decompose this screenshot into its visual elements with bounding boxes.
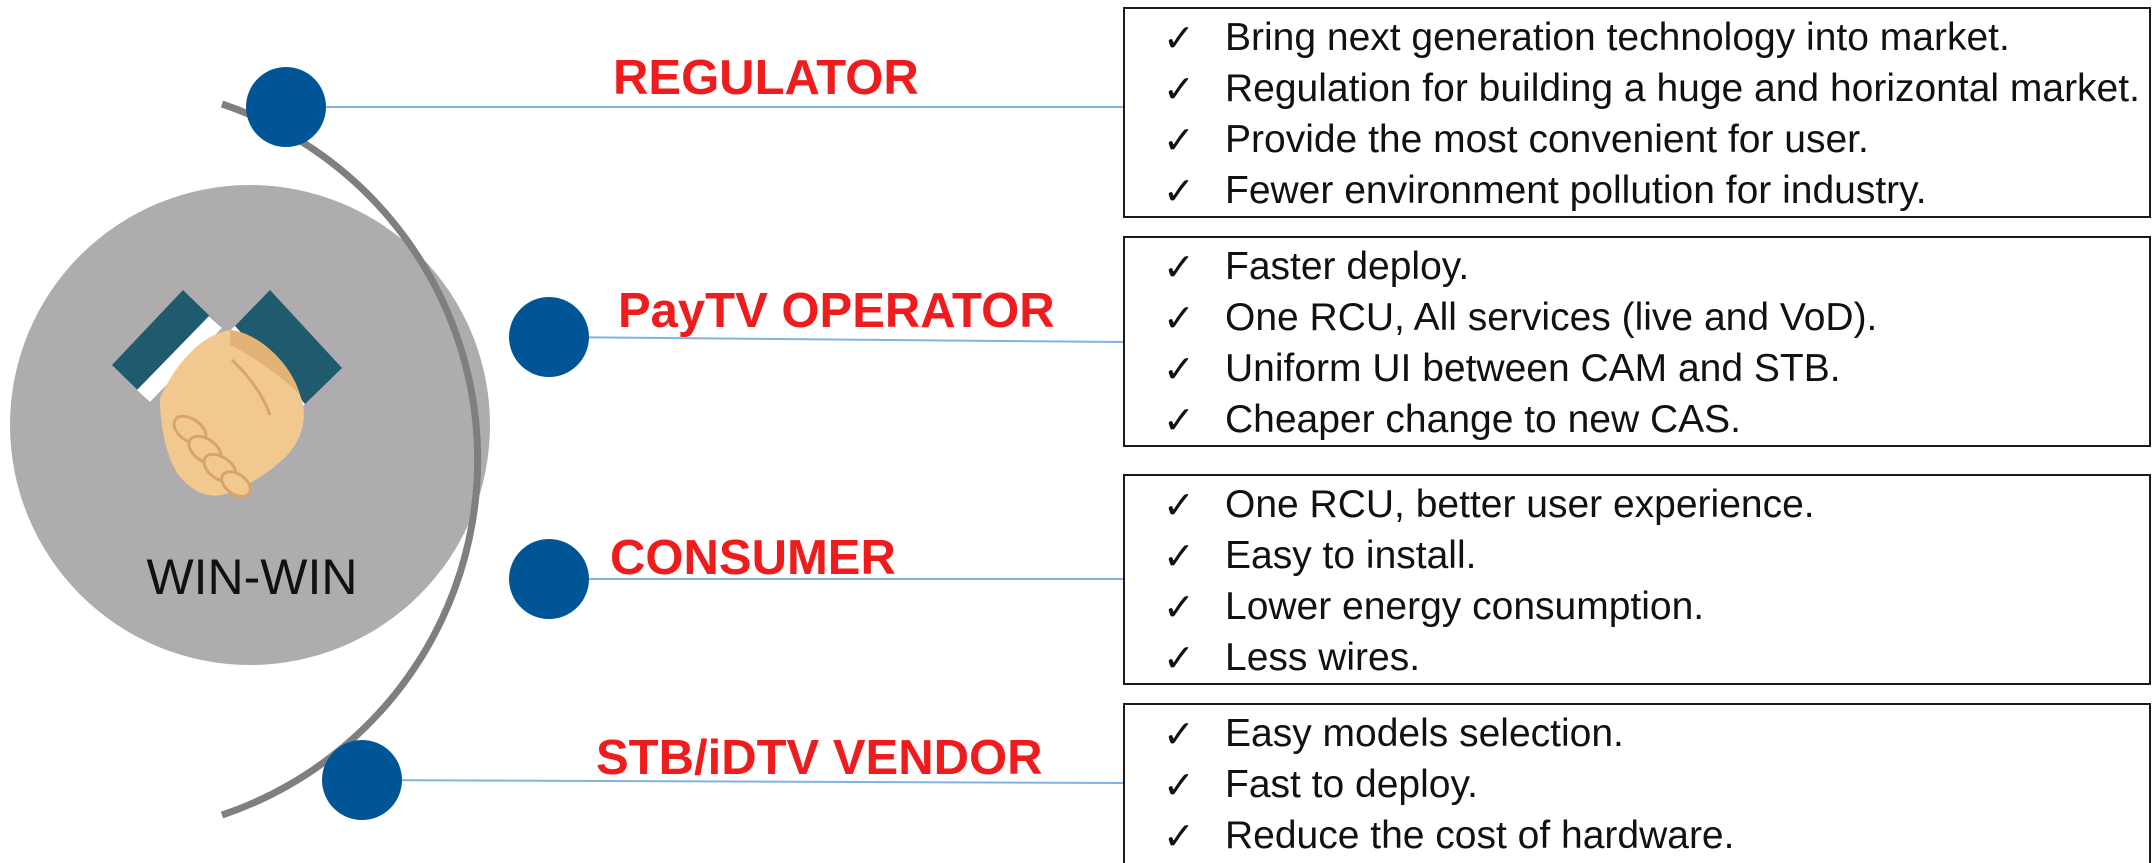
benefits-box-regulator: ✓Bring next generation technology into m…	[1123, 7, 2151, 218]
benefits-box-operator: ✓Faster deploy. ✓One RCU, All services (…	[1123, 236, 2151, 447]
connector-line-operator	[548, 336, 1124, 343]
stakeholder-label-operator: PayTV OPERATOR	[618, 284, 1055, 338]
checkmark-icon: ✓	[1163, 483, 1195, 527]
checkmark-icon: ✓	[1163, 296, 1195, 340]
checkmark-icon: ✓	[1163, 763, 1195, 807]
connector-line-vendor	[361, 779, 1124, 784]
checkmark-icon: ✓	[1163, 347, 1195, 391]
node-operator	[509, 297, 589, 377]
win-win-label: WIN-WIN	[146, 549, 358, 605]
node-vendor	[322, 740, 402, 820]
checkmark-icon: ✓	[1163, 814, 1195, 858]
stakeholder-label-vendor: STB/iDTV VENDOR	[596, 731, 1043, 785]
stakeholder-label-regulator: REGULATOR	[613, 51, 919, 105]
checkmark-icon: ✓	[1163, 585, 1195, 629]
checkmark-icon: ✓	[1163, 636, 1195, 680]
benefits-box-vendor: ✓Easy models selection. ✓Fast to deploy.…	[1123, 703, 2151, 863]
checkmark-icon: ✓	[1163, 169, 1195, 213]
checkmark-icon: ✓	[1163, 67, 1195, 111]
checkmark-icon: ✓	[1163, 534, 1195, 578]
checkmark-icon: ✓	[1163, 398, 1195, 442]
handshake-icon	[112, 290, 342, 498]
checkmark-icon: ✓	[1163, 118, 1195, 162]
node-consumer	[509, 539, 589, 619]
stakeholder-label-consumer: CONSUMER	[610, 531, 896, 585]
checkmark-icon: ✓	[1163, 712, 1195, 756]
checkmark-icon: ✓	[1163, 245, 1195, 289]
benefits-box-consumer: ✓One RCU, better user experience. ✓Easy …	[1123, 474, 2151, 685]
node-regulator	[246, 67, 326, 147]
checkmark-icon: ✓	[1163, 16, 1195, 60]
